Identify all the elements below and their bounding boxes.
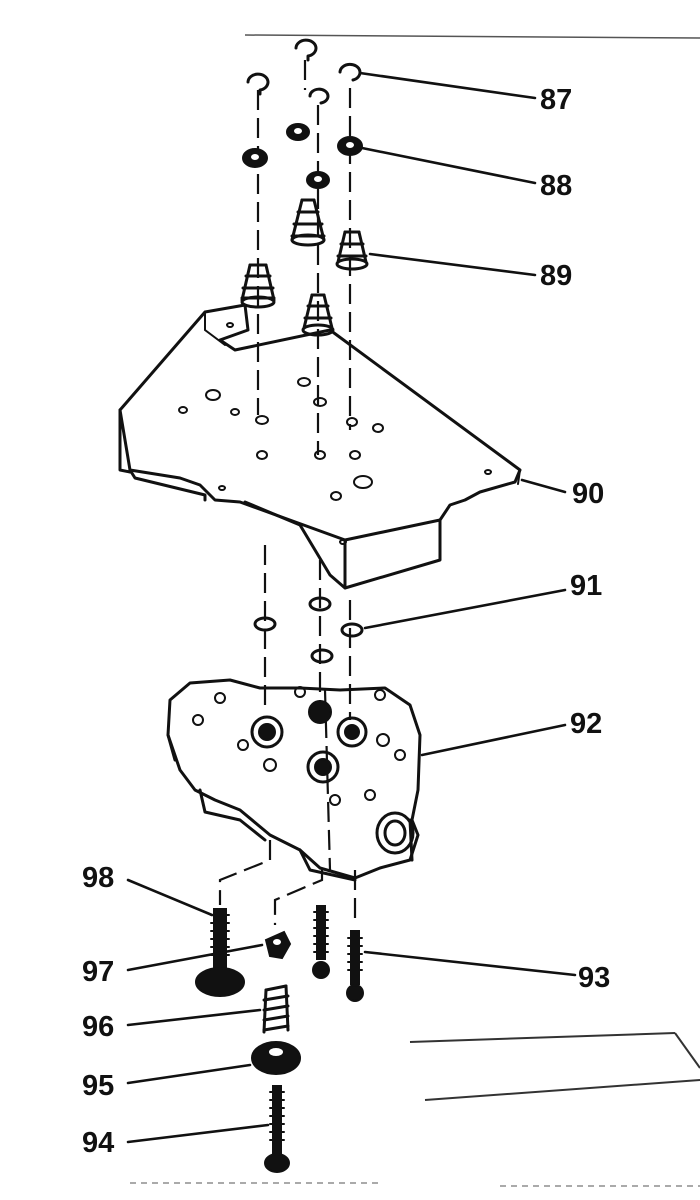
part-96-spring xyxy=(262,984,290,1034)
body-bores xyxy=(250,700,368,784)
part-87-retaining-clips xyxy=(246,38,362,105)
part-95-cup-washer xyxy=(251,1041,301,1075)
part-90-cover-plate xyxy=(118,303,522,590)
scan-edge-lines xyxy=(130,34,700,1187)
callout-93: 93 xyxy=(578,962,610,994)
callout-98: 98 xyxy=(82,862,114,894)
part-89-springs xyxy=(240,198,369,337)
callout-89: 89 xyxy=(540,260,572,292)
callout-95: 95 xyxy=(82,1070,114,1102)
callout-91: 91 xyxy=(570,570,602,602)
part-94-bolt xyxy=(264,1085,290,1173)
part-88-washers xyxy=(242,123,363,189)
part-91-o-rings xyxy=(253,596,364,664)
callout-96: 96 xyxy=(82,1011,114,1043)
leader-lines xyxy=(126,71,577,1144)
callout-88: 88 xyxy=(540,170,572,202)
part-92-pump-body xyxy=(166,678,422,882)
callout-labels: 87 88 89 90 91 92 93 94 95 96 97 98 xyxy=(82,84,610,1159)
callout-94: 94 xyxy=(82,1127,114,1159)
body-bolt-holes xyxy=(192,686,406,806)
part-97-valve xyxy=(264,930,292,960)
callout-97: 97 xyxy=(82,956,114,988)
plate-holes xyxy=(178,322,492,545)
callout-92: 92 xyxy=(570,708,602,740)
callout-87: 87 xyxy=(540,84,572,116)
callout-90: 90 xyxy=(572,478,604,510)
part-93-screws xyxy=(312,905,364,1002)
